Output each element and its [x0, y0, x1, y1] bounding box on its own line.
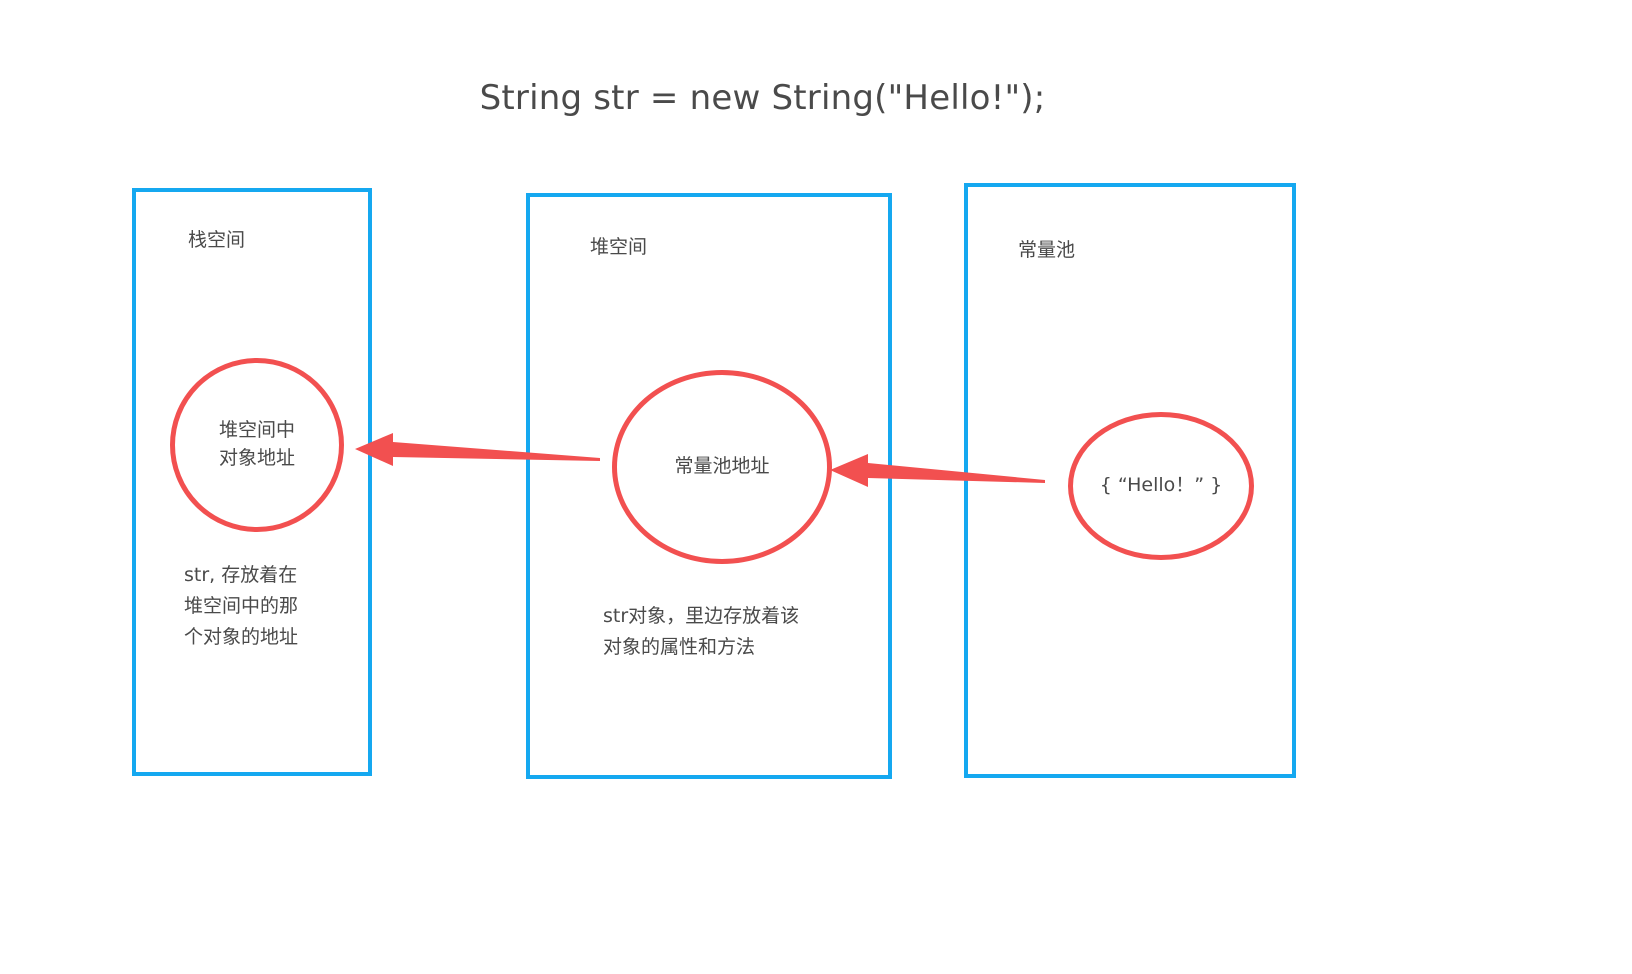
arrow-heap-to-stack — [355, 433, 600, 466]
constant-pool-label: 常量池 — [1018, 239, 1076, 261]
pool-literal-ellipse: { “Hello！” } — [1068, 412, 1254, 560]
page-title: String str = new String("Hello!"); — [479, 78, 1046, 118]
heap-caption-text: str对象，里边存放着该 对象的属性和方法 — [603, 605, 800, 658]
heap-object-ellipse: 常量池地址 — [612, 370, 832, 564]
stack-caption-text: str, 存放着在 堆空间中的那 个对象的地址 — [184, 564, 299, 648]
pool-literal-text: { “Hello！” } — [1099, 474, 1223, 497]
heap-object-text: 常量池地址 — [674, 455, 770, 478]
heap-space-label: 堆空间 — [590, 236, 648, 258]
stack-address-ellipse: 堆空间中 对象地址 — [170, 358, 344, 532]
stack-space-label: 栈空间 — [188, 229, 246, 251]
stack-address-text: 堆空间中 对象地址 — [218, 419, 295, 469]
arrow-pool-to-heap — [830, 454, 1045, 487]
heap-space-box: 堆空间 — [526, 193, 892, 779]
